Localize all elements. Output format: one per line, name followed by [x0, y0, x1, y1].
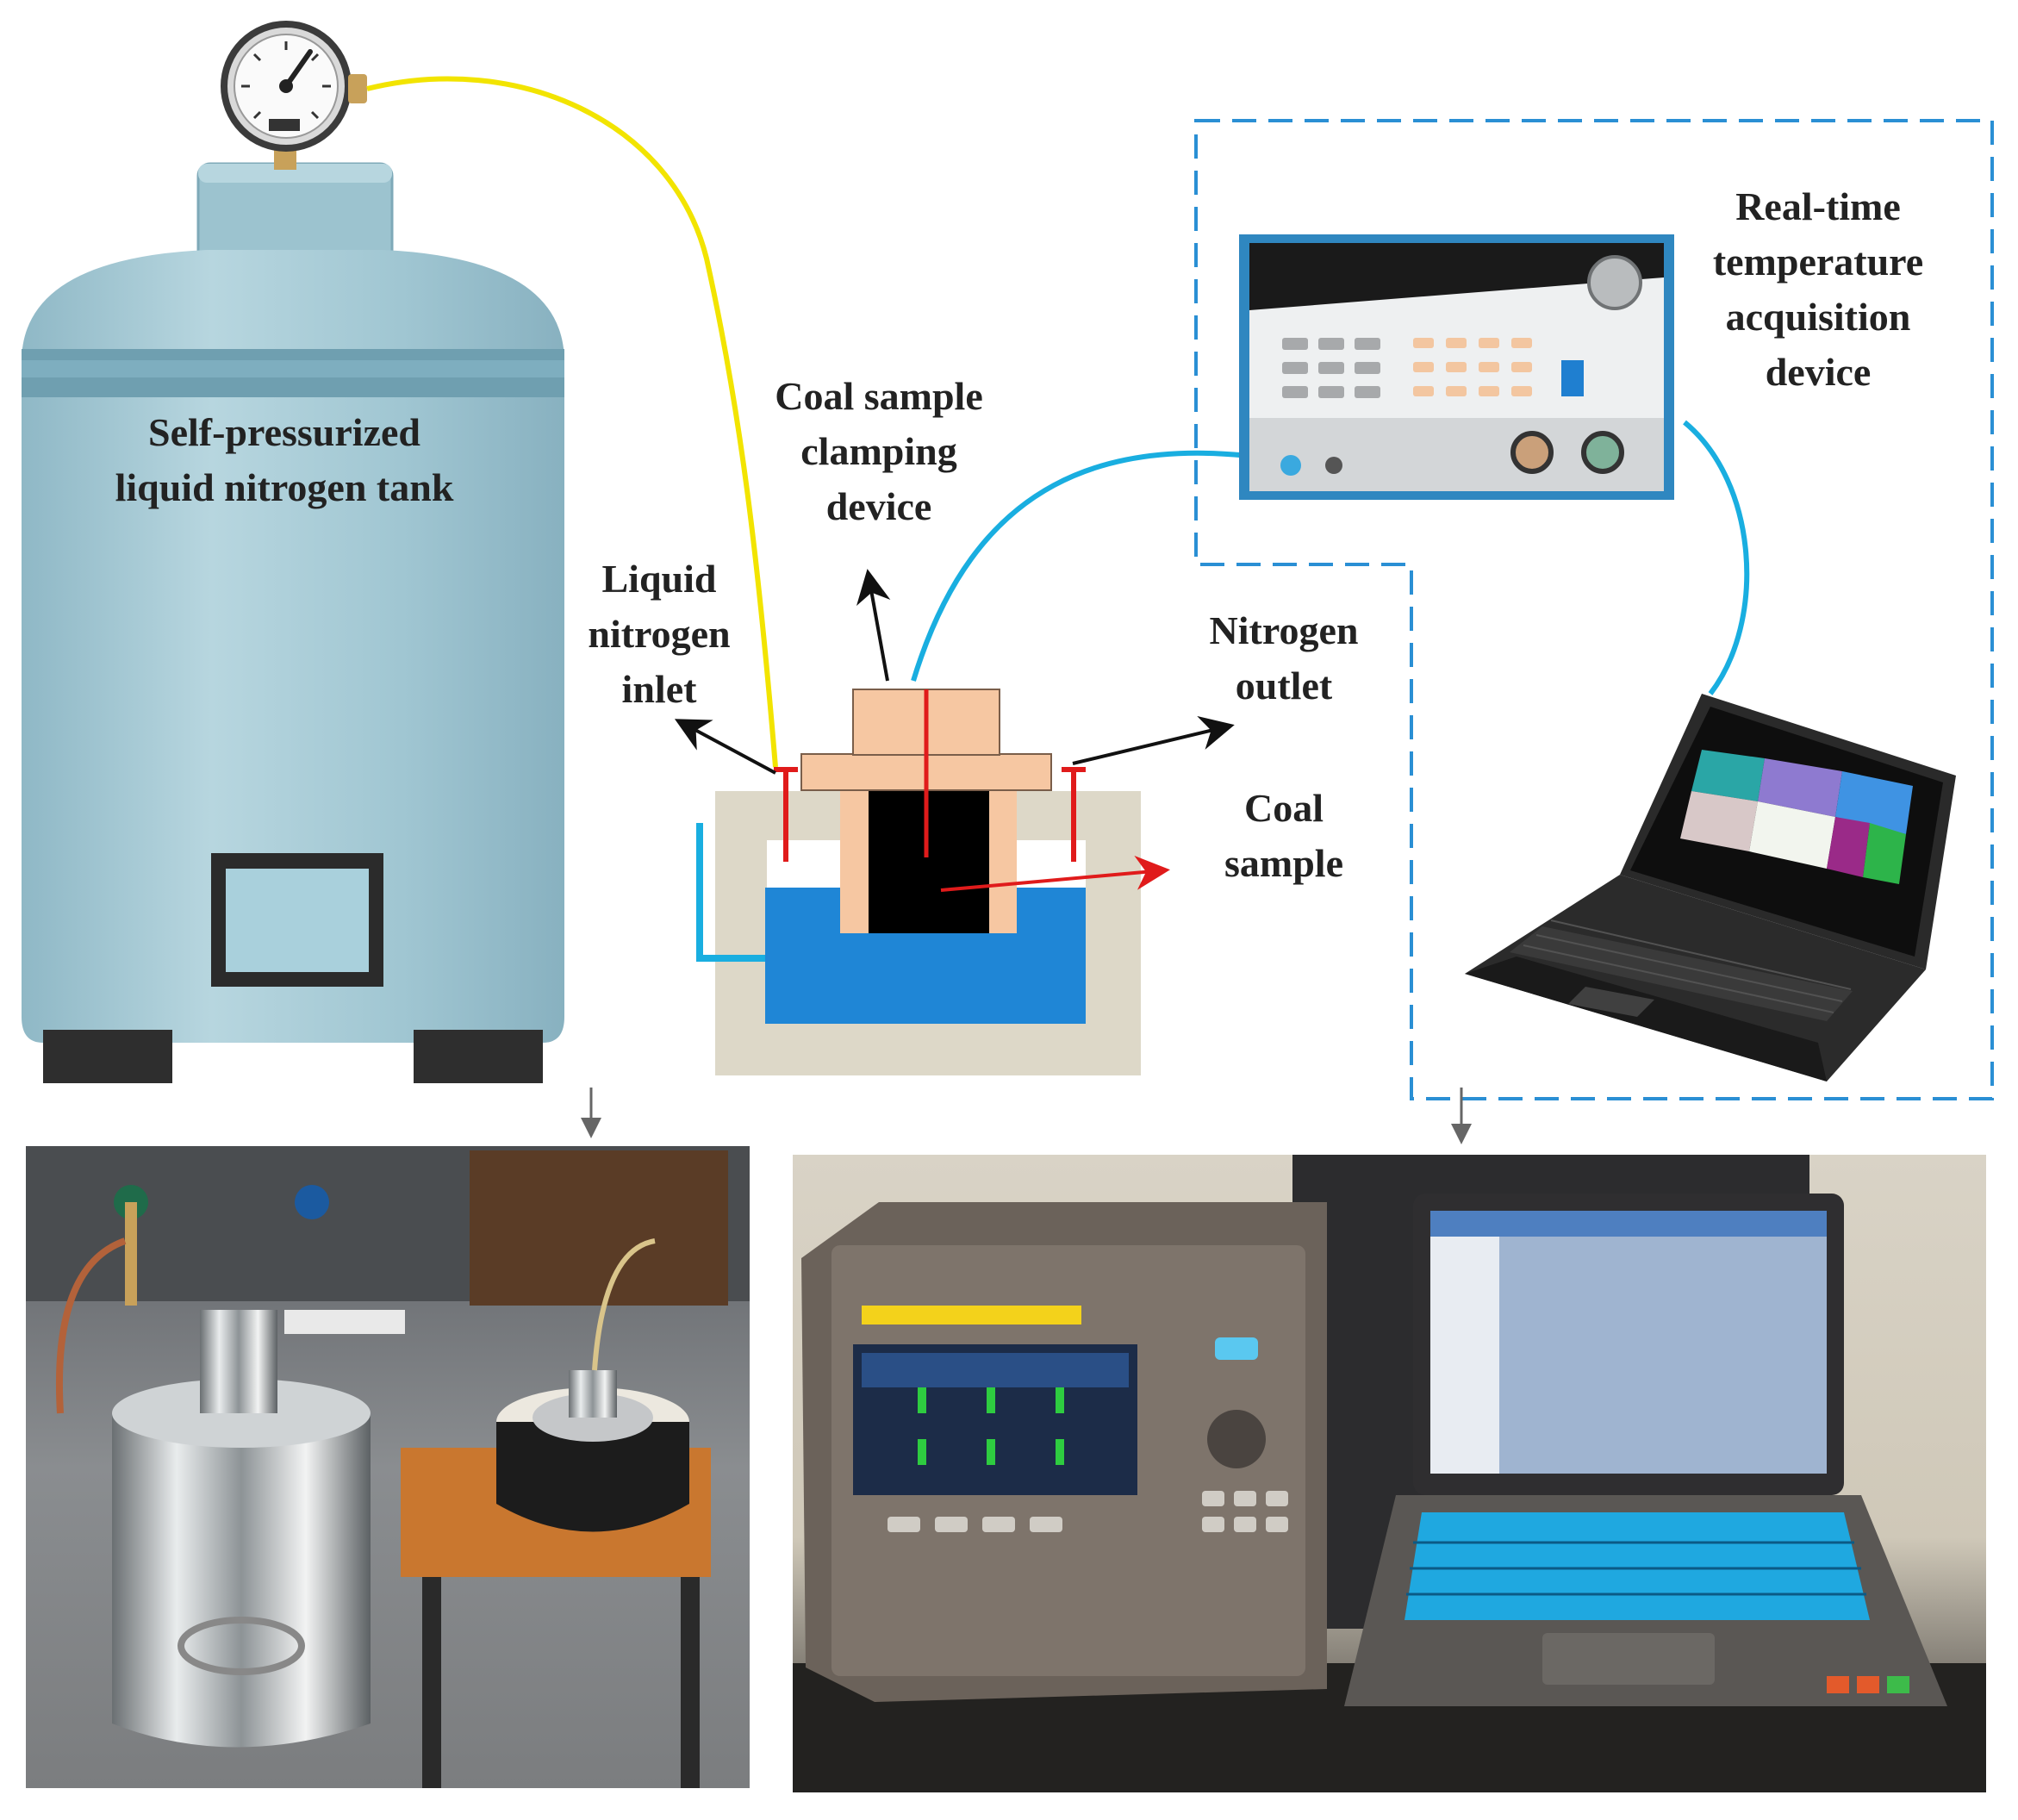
clamping-device-label: Coal sample clamping device — [775, 374, 983, 528]
down-arrow-icon — [581, 1088, 1472, 1144]
laptop-icon — [1465, 694, 1956, 1081]
outlet-pointer-arrow — [1072, 715, 1235, 765]
nitrogen-outlet-label: Nitrogen outlet — [1209, 608, 1359, 707]
pressure-gauge-icon — [221, 21, 367, 170]
nitrogen-hose — [366, 76, 778, 768]
tank-label: Self-pressurized liquid nitrogen tank — [115, 410, 454, 509]
sensor-cable — [911, 450, 1289, 682]
liquid-nitrogen-tank — [22, 162, 564, 1083]
acquisition-dashed-frame — [1194, 119, 1994, 1100]
data-logger-icon — [1239, 234, 1674, 500]
logger-laptop-cable — [1683, 420, 1750, 695]
inlet-pointer-arrow — [674, 719, 776, 775]
coal-sample-label: Coal sample — [1224, 786, 1343, 885]
acquisition-device-label: Real-time temperature acquisition device — [1712, 184, 1924, 394]
photo-acquisition-setup — [793, 1155, 1986, 1792]
liquid-nitrogen-inlet-label: Liquid nitrogen inlet — [588, 557, 731, 711]
clamping-pointer-arrow — [856, 569, 891, 682]
coal-sample-clamping-device — [696, 689, 1170, 1075]
photo-tank-setup — [26, 1146, 750, 1788]
